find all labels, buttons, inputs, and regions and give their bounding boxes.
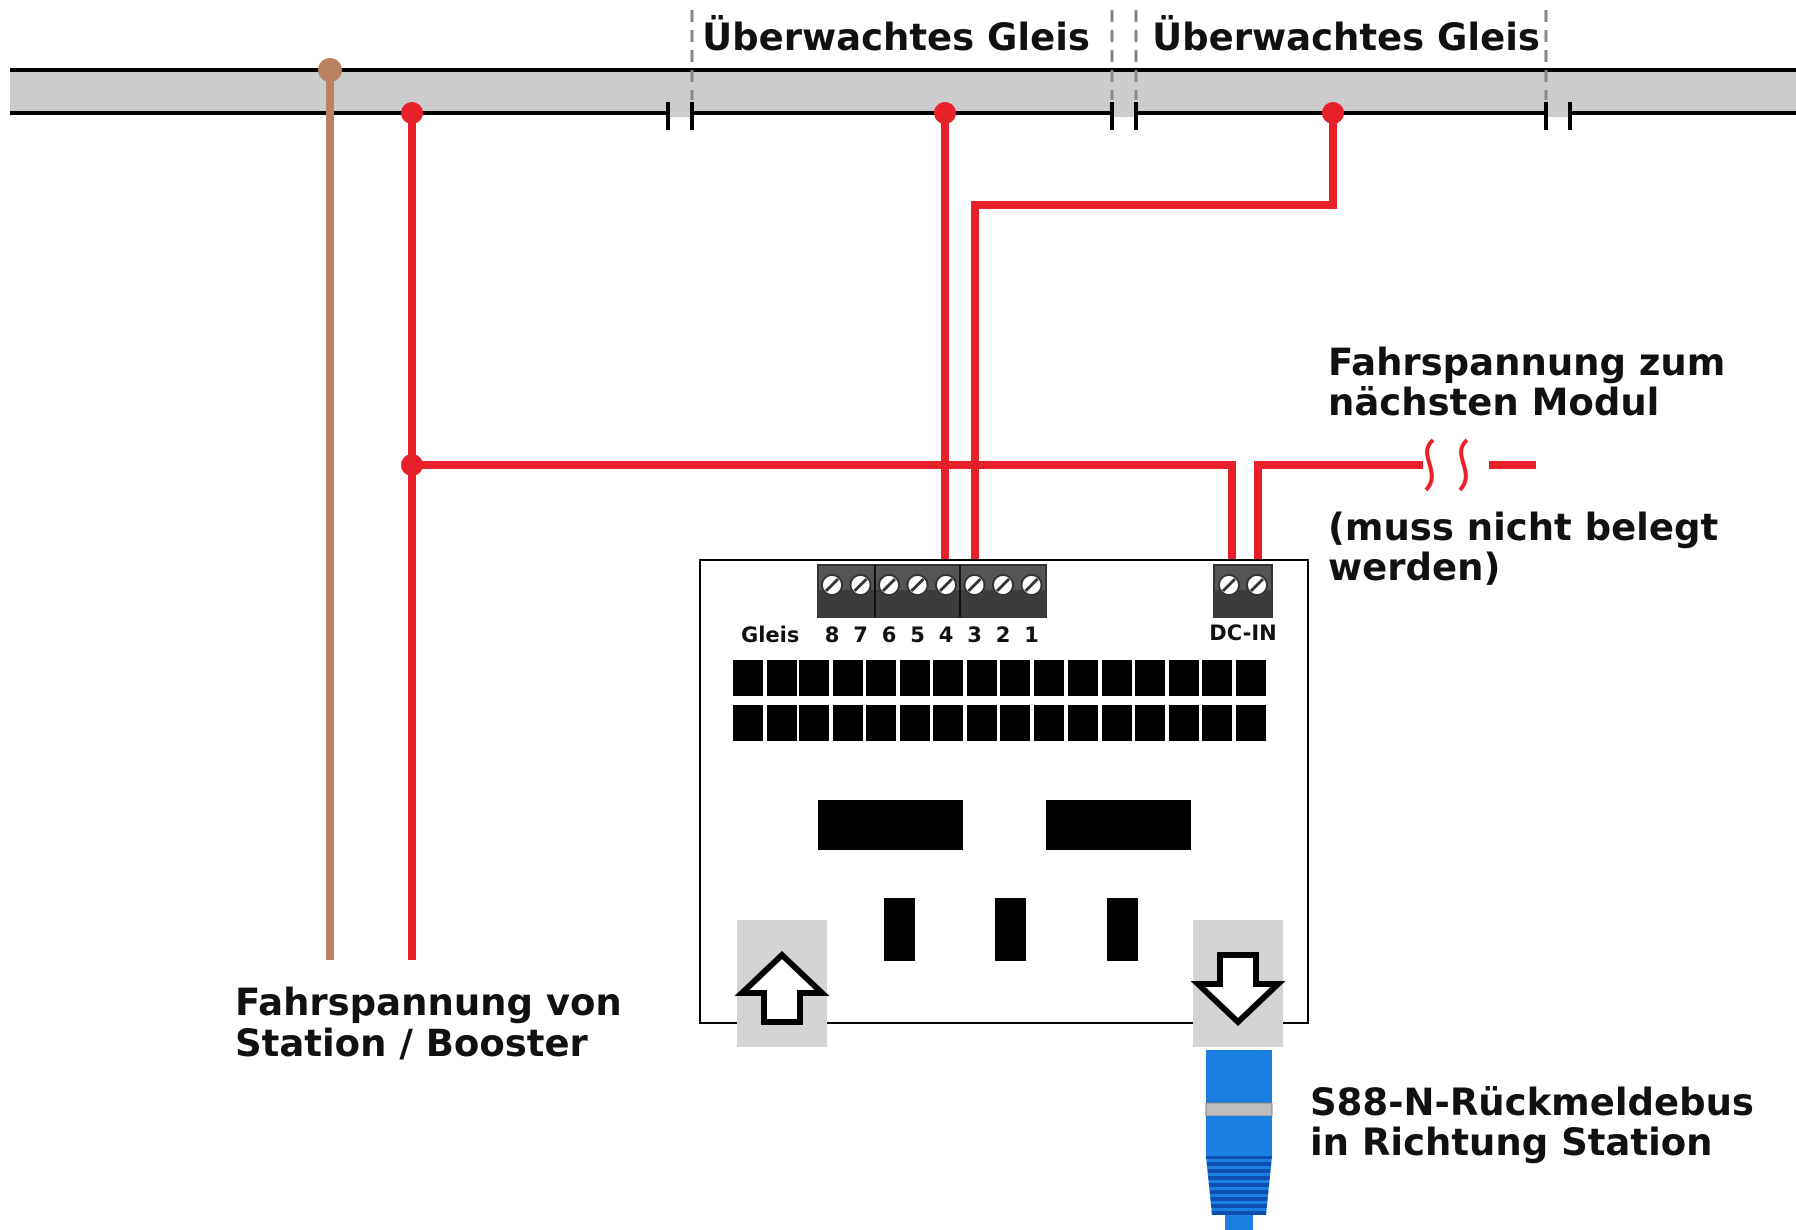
led-block <box>1000 660 1030 696</box>
led-block <box>1000 705 1030 741</box>
terminal-screw <box>906 574 929 596</box>
down-arrow-icon <box>1190 952 1286 1027</box>
ic-chip-left <box>818 800 963 850</box>
terminal-screw <box>1020 574 1043 596</box>
terminal-screw <box>992 574 1014 596</box>
terminal-screw <box>878 574 900 596</box>
led-block <box>1169 660 1199 696</box>
up-arrow-icon <box>734 950 830 1025</box>
led-block <box>833 660 863 696</box>
section-1-label: Überwachtes Gleis <box>702 15 1090 59</box>
terminal-screw <box>935 574 957 596</box>
brown-rail-connection <box>318 58 342 82</box>
terminal-number: 7 <box>853 623 868 647</box>
terminal-screw <box>963 574 986 596</box>
led-block <box>1034 660 1064 696</box>
bus-port-out <box>1190 920 1286 1047</box>
next-module-label-line-1: Fahrspannung zum <box>1328 341 1725 384</box>
led-block <box>1236 705 1266 741</box>
optional-label-line-2: werden) <box>1328 546 1500 589</box>
section-boundaries <box>690 10 1548 100</box>
junction-dot <box>401 454 423 476</box>
bus-port-in <box>734 920 830 1047</box>
led-block <box>1102 705 1132 741</box>
led-block <box>1236 660 1266 696</box>
terminal-number: 5 <box>910 623 925 647</box>
gleis-label: Gleis <box>741 623 799 647</box>
terminal-screw <box>849 574 872 596</box>
terminal-screw <box>1218 574 1240 596</box>
next-module-label-line-2: nächsten Modul <box>1328 381 1659 424</box>
terminal-number: 6 <box>882 623 897 647</box>
led-block <box>1135 660 1165 696</box>
led-block <box>1169 705 1199 741</box>
led-block <box>1135 705 1165 741</box>
component-small-3 <box>1107 898 1138 961</box>
dc-in-label: DC-IN <box>1209 621 1276 645</box>
wire-break-icon <box>1423 438 1489 492</box>
gap-3 <box>1546 109 1570 117</box>
supply-label-line-1: Fahrspannung von <box>235 981 622 1024</box>
led-block <box>1202 705 1232 741</box>
component-small-2 <box>995 898 1026 961</box>
red-horizontal-to-dc-in <box>412 461 1236 565</box>
optional-label-line-1: (muss nicht belegt <box>1328 506 1718 549</box>
gap-2 <box>1112 109 1136 117</box>
component-grid <box>733 660 1266 741</box>
rj45-cable-icon <box>1205 1050 1273 1230</box>
ic-chip-right <box>1046 800 1191 850</box>
led-block <box>967 705 997 741</box>
led-block <box>1034 705 1064 741</box>
terminal-screw <box>821 574 843 596</box>
red-track-section-2 <box>971 113 1337 565</box>
terminal-screw <box>1246 574 1268 596</box>
led-block <box>767 705 797 741</box>
terminal-number: 1 <box>1024 623 1039 647</box>
led-block <box>967 660 997 696</box>
terminal-number: 8 <box>825 623 840 647</box>
led-block <box>733 660 763 696</box>
dc-in-terminal-block <box>1213 564 1273 618</box>
led-block <box>1068 660 1098 696</box>
led-block <box>799 705 829 741</box>
led-block <box>933 705 963 741</box>
led-block <box>733 705 763 741</box>
track-terminal-block <box>817 564 1047 618</box>
track <box>10 68 1796 130</box>
terminal-number: 3 <box>967 623 982 647</box>
led-block <box>866 660 896 696</box>
bus-label-line-2: in Richtung Station <box>1310 1121 1713 1164</box>
led-block <box>866 705 896 741</box>
led-block <box>900 660 930 696</box>
led-block <box>1068 705 1098 741</box>
track-rail <box>10 70 1796 114</box>
gap-1 <box>668 109 692 117</box>
component-small-1 <box>884 898 915 961</box>
section-1-connection-dot <box>934 102 956 124</box>
led-block <box>900 705 930 741</box>
bus-label-line-1: S88-N-Rückmeldebus <box>1310 1081 1754 1124</box>
led-block <box>799 660 829 696</box>
rail-connection-dot <box>401 102 423 124</box>
led-block <box>767 660 797 696</box>
led-block <box>1202 660 1232 696</box>
section-2-label: Überwachtes Gleis <box>1152 15 1540 59</box>
supply-label-line-2: Station / Booster <box>235 1022 589 1065</box>
terminal-number: 4 <box>939 623 954 647</box>
led-block <box>833 705 863 741</box>
led-block <box>1102 660 1132 696</box>
section-2-connection-dot <box>1322 102 1344 124</box>
led-block <box>933 660 963 696</box>
terminal-number: 2 <box>996 623 1011 647</box>
